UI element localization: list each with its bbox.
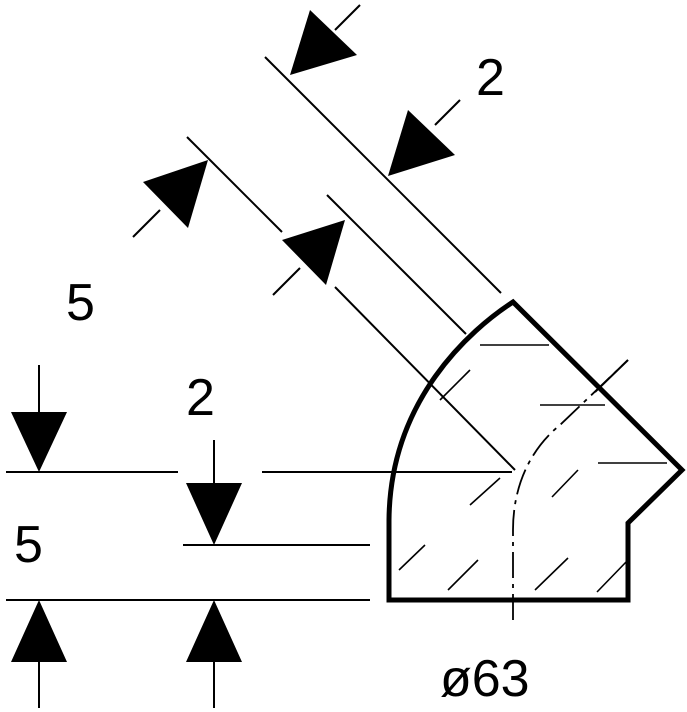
fitting-internals — [398, 344, 667, 593]
arrow-diag-left-outer — [143, 160, 208, 228]
hatch-7 — [439, 369, 471, 401]
hatch-6 — [551, 469, 579, 498]
hatch-5 — [469, 477, 501, 506]
center-line-arc — [512, 359, 629, 620]
dim-label-left-depth: 5 — [14, 516, 43, 574]
center-line — [512, 359, 629, 620]
ext-diag-third-b — [334, 286, 516, 471]
hatch-4 — [596, 559, 629, 593]
arrow-up-left — [11, 600, 67, 662]
arrow-diag-top-inner — [388, 110, 455, 176]
socket-ticks — [594, 359, 629, 393]
arrow-up-middle — [186, 600, 242, 662]
arrow-diag-top-outer — [290, 10, 357, 75]
hatch-2 — [447, 559, 479, 591]
dim-label-left-offset: 2 — [186, 369, 215, 427]
dim-label-top-offset: 2 — [476, 49, 505, 107]
extension-lines — [6, 56, 516, 601]
ext-diag-second — [326, 194, 467, 335]
ext-diag-outer — [264, 56, 502, 294]
dim-label-diameter: ø63 — [440, 650, 530, 708]
arrow-down-middle — [186, 483, 242, 545]
hatch-3 — [534, 557, 569, 591]
arrow-diag-left-inner — [282, 220, 345, 285]
ext-diag-third-a — [186, 136, 283, 233]
dimension-arrows — [11, 4, 461, 708]
dim-label-top-depth: 5 — [66, 274, 95, 332]
hatch-1 — [398, 544, 426, 571]
arrow-down-left — [11, 412, 67, 472]
